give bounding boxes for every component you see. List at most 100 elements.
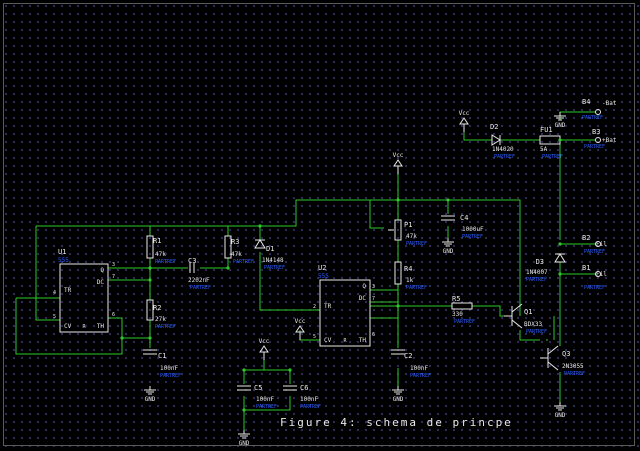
c6-ref: C6 bbox=[300, 384, 308, 392]
resistor-r4 bbox=[394, 261, 402, 285]
pin-number: 5 bbox=[53, 314, 56, 320]
q1-value: BDX33 bbox=[524, 321, 542, 328]
junction-dot bbox=[148, 266, 152, 270]
gnd-label: GND bbox=[443, 248, 454, 255]
chip-u1-pin-q: Q bbox=[100, 267, 104, 274]
chip-u1-pin-th: TH bbox=[97, 323, 105, 330]
c2-ref: C2 bbox=[404, 352, 412, 360]
c4-ref: C4 bbox=[460, 214, 468, 222]
pin-number: 3 bbox=[372, 284, 375, 290]
part-attribute: PARTREF bbox=[155, 259, 176, 265]
d1-ref: D1 bbox=[266, 245, 274, 253]
d2-value: 1N4020 bbox=[492, 146, 514, 153]
connector-b3 bbox=[595, 137, 601, 143]
part-attribute: PARTREF bbox=[406, 285, 427, 291]
d3-value: 1N4007 bbox=[526, 269, 548, 276]
r3-ref: R3 bbox=[231, 238, 239, 246]
gnd-label: GND bbox=[555, 412, 566, 419]
fu1-ref: FU1 bbox=[540, 126, 553, 134]
d1-value: 1N4148 bbox=[262, 257, 284, 264]
resistor-r5 bbox=[451, 302, 473, 310]
part-attribute: PARTREF bbox=[160, 373, 181, 379]
chip-u1-pin-dc: DC bbox=[97, 279, 105, 286]
resistor-r2 bbox=[146, 299, 154, 321]
p1-ref: P1 bbox=[404, 221, 412, 229]
chip-u1-type: 555 bbox=[58, 257, 69, 264]
part-attribute: PARTREF bbox=[526, 329, 547, 335]
diode-d3 bbox=[554, 253, 566, 263]
junction-dot bbox=[226, 266, 230, 270]
connector-b1 bbox=[595, 271, 601, 277]
chip-u1-ref: U1 bbox=[58, 248, 66, 256]
junction-dot bbox=[242, 408, 246, 412]
pin-number: 7 bbox=[112, 274, 115, 280]
part-attribute: PARTREF bbox=[454, 319, 475, 325]
chip-u2-pin-q: Q bbox=[362, 283, 366, 290]
r2-value: 27k bbox=[155, 316, 166, 323]
component-shapes bbox=[59, 109, 601, 439]
transistor-q3 bbox=[547, 345, 559, 355]
c3-value: 2202nF bbox=[188, 277, 210, 284]
part-attribute: PARTREF bbox=[584, 144, 605, 150]
q3-ref: Q3 bbox=[562, 350, 570, 358]
c1-ref: C1 bbox=[158, 352, 166, 360]
part-attribute: PARTREF bbox=[462, 234, 483, 240]
chip-u1-pin-cv: CV bbox=[64, 323, 72, 330]
junction-dot bbox=[288, 368, 292, 372]
vcc-symbol bbox=[393, 159, 403, 167]
chip-u2 bbox=[319, 279, 371, 347]
part-attribute: PARTREF bbox=[584, 249, 605, 255]
wires bbox=[15, 111, 596, 430]
junction-dot bbox=[258, 224, 262, 228]
junction-dot bbox=[396, 304, 400, 308]
junction-dot bbox=[446, 198, 450, 202]
r2-ref: R2 bbox=[153, 304, 161, 312]
chip-u1-pin-r: R bbox=[82, 324, 86, 330]
r4-value: 1k bbox=[406, 277, 414, 284]
gnd-label: GND bbox=[393, 396, 404, 403]
junction-dot bbox=[396, 198, 400, 202]
d2-ref: D2 bbox=[490, 123, 498, 131]
chip-u2-pin-th: TH bbox=[359, 337, 367, 344]
chip-u2-pin-tr: TR bbox=[324, 303, 332, 310]
part-attribute: PARTREF bbox=[256, 404, 277, 410]
c5-ref: C5 bbox=[254, 384, 262, 392]
potentiometer-p1 bbox=[394, 219, 402, 241]
junction-dot bbox=[558, 242, 562, 246]
part-attribute: PARTREF bbox=[300, 404, 321, 410]
part-attribute: PARTREF bbox=[233, 259, 254, 265]
junction-dot bbox=[558, 138, 562, 142]
d3-ref: D3 bbox=[536, 258, 544, 266]
c6-value: 100nF bbox=[300, 396, 318, 403]
pin-number: 5 bbox=[313, 334, 316, 340]
b4-ref: B4 bbox=[582, 98, 590, 106]
pin-number: 6 bbox=[112, 312, 115, 318]
chip-u2-pin-dc: DC bbox=[359, 295, 367, 302]
vcc-label: Vcc bbox=[459, 110, 470, 117]
part-attribute: PARTREF bbox=[584, 285, 605, 291]
sheet-frame bbox=[3, 3, 635, 446]
c1-value: 100nF bbox=[160, 365, 178, 372]
transistor-q3 bbox=[547, 361, 559, 371]
fuse-fu1 bbox=[539, 135, 561, 145]
b3-label: +Bat bbox=[602, 137, 617, 144]
part-attribute: PARTREF bbox=[264, 265, 285, 271]
r5-value: 330 bbox=[452, 311, 463, 318]
b3-ref: B3 bbox=[592, 128, 600, 136]
chip-u2-ref: U2 bbox=[318, 264, 326, 272]
figure-caption: Figure 4: schema de princpe bbox=[280, 416, 513, 429]
b4-label: -Bat bbox=[602, 100, 617, 107]
junction-dot bbox=[558, 272, 562, 276]
pin-number: 3 bbox=[112, 262, 115, 268]
c2-value: 100nF bbox=[410, 365, 428, 372]
r5-ref: R5 bbox=[452, 295, 460, 303]
fu1-value: 5A bbox=[540, 146, 548, 153]
vcc-symbol bbox=[259, 345, 269, 353]
vcc-label: Vcc bbox=[259, 338, 270, 345]
transistor-q1 bbox=[511, 303, 523, 313]
b1-label: Fil bbox=[596, 271, 607, 278]
transistor-q1 bbox=[511, 319, 523, 329]
p1-value: 47k bbox=[406, 233, 417, 240]
